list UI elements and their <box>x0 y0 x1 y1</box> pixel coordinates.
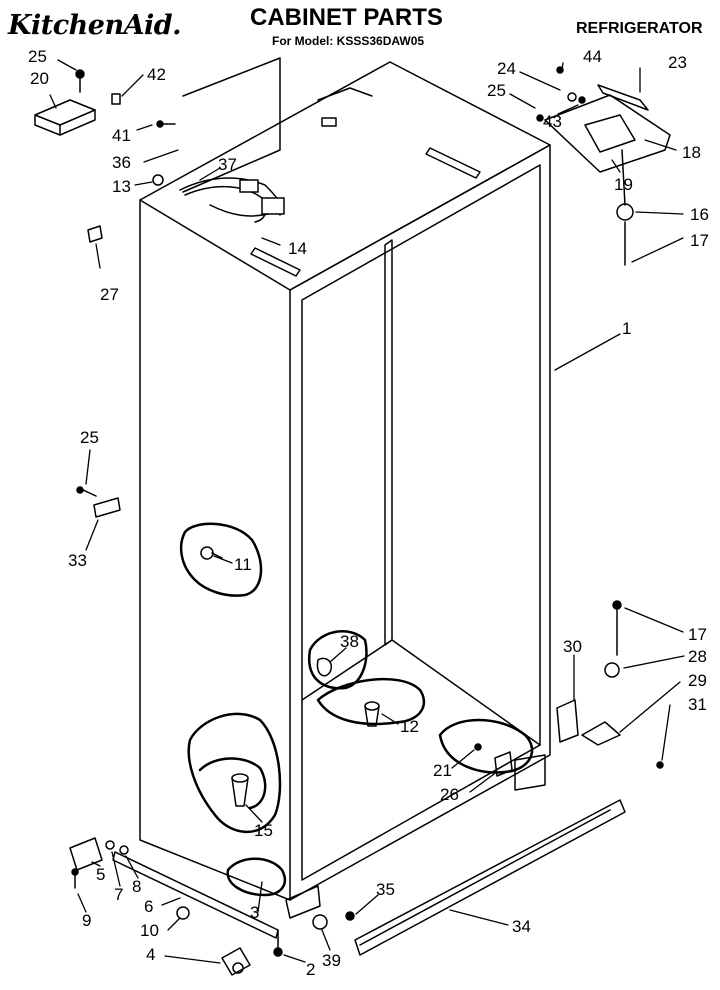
callout-6: 6 <box>144 897 153 916</box>
insulation-cutaway-21 <box>438 718 534 774</box>
callout-1: 1 <box>622 319 631 338</box>
callout-42: 42 <box>147 65 166 84</box>
clip-27 <box>87 225 103 243</box>
callout-14: 14 <box>288 239 307 258</box>
appliance-category: REFRIGERATOR <box>576 20 703 37</box>
bottom-bracket <box>285 885 321 919</box>
leader-lines <box>49 59 685 964</box>
kick-plate-34 <box>354 799 626 956</box>
callout-3: 3 <box>250 903 259 922</box>
top-hinge-assembly <box>536 66 671 266</box>
insulation-cutaway-38 <box>307 630 368 690</box>
cabinet-body <box>139 57 551 901</box>
screw-35 <box>345 911 355 921</box>
cap-10 <box>176 906 190 920</box>
drain-fitting-12 <box>364 701 380 727</box>
callout-39: 39 <box>322 951 341 970</box>
callout-18: 18 <box>682 143 701 162</box>
callout-16: 16 <box>690 205 709 224</box>
callout-43: 43 <box>543 112 562 131</box>
callout-31: 31 <box>688 695 707 714</box>
callout-12: 12 <box>400 717 419 736</box>
callout-21: 21 <box>433 761 452 780</box>
control-housing-20 <box>34 99 96 136</box>
callout-25-a: 25 <box>28 47 47 66</box>
screw-21 <box>474 743 482 751</box>
corner-bracket <box>514 754 546 791</box>
callout-38: 38 <box>340 632 359 651</box>
insulation-cutaway-12 <box>316 677 426 726</box>
bottom-hinge-assembly <box>556 600 664 769</box>
bracket-42 <box>111 93 121 105</box>
callout-15: 15 <box>254 821 273 840</box>
callout-35: 35 <box>376 880 395 899</box>
clip-13 <box>152 174 164 186</box>
callout-37: 37 <box>218 155 237 174</box>
callout-26: 26 <box>440 785 459 804</box>
screw-25-top <box>75 69 85 93</box>
callout-13: 13 <box>112 177 131 196</box>
callout-36: 36 <box>112 153 131 172</box>
insulation-cutaway-3 <box>226 857 287 897</box>
model-label: For Model: <box>272 34 337 48</box>
callout-28: 28 <box>688 647 707 666</box>
callout-11: 11 <box>234 555 252 574</box>
callout-44: 44 <box>583 47 602 66</box>
light-socket-11 <box>200 546 223 560</box>
callout-25-b: 25 <box>80 428 99 447</box>
front-roller-39 <box>312 914 328 930</box>
callout-29: 29 <box>688 671 707 690</box>
drain-tube-38 <box>316 657 332 677</box>
screw-41 <box>156 120 176 128</box>
callout-19: 19 <box>614 175 633 194</box>
bracket-33 <box>76 486 121 518</box>
callout-17-b: 17 <box>688 625 707 644</box>
leveling-leg-8 <box>119 845 129 855</box>
callout-24: 24 <box>497 59 516 78</box>
callout-2: 2 <box>306 960 315 979</box>
roller-bracket-5 <box>69 837 103 889</box>
callout-8: 8 <box>132 877 141 896</box>
callout-34: 34 <box>512 917 531 936</box>
bracket-26 <box>494 751 513 777</box>
screw-2 <box>273 929 283 957</box>
brand-logo: KitchenAid. <box>8 10 182 41</box>
insulation-cutaway-15 <box>187 712 282 834</box>
callout-33: 33 <box>68 551 87 570</box>
insulation-cutaway-11 <box>179 522 263 597</box>
wiring-harness <box>179 177 285 223</box>
callout-9: 9 <box>82 911 91 930</box>
callout-27: 27 <box>100 285 119 304</box>
callout-41: 41 <box>112 126 131 145</box>
roller-4 <box>221 947 251 976</box>
page-title: CABINET PARTS <box>250 4 443 31</box>
pin-7 <box>105 840 115 850</box>
drain-fitting-15 <box>231 773 249 807</box>
model-line: For Model: KSSS36DAW05 <box>272 34 424 48</box>
callout-10: 10 <box>140 921 159 940</box>
callout-5: 5 <box>96 865 105 884</box>
callout-30: 30 <box>563 637 582 656</box>
callout-7: 7 <box>114 885 123 904</box>
callout-17-a: 17 <box>690 231 709 250</box>
callout-20: 20 <box>30 69 49 88</box>
callout-labels: 25 20 42 41 36 13 37 14 27 25 33 11 1 24… <box>28 47 709 979</box>
callout-23: 23 <box>668 53 687 72</box>
callout-25-c: 25 <box>487 81 506 100</box>
model-number: KSSS36DAW05 <box>336 34 425 48</box>
callout-4: 4 <box>146 945 155 964</box>
